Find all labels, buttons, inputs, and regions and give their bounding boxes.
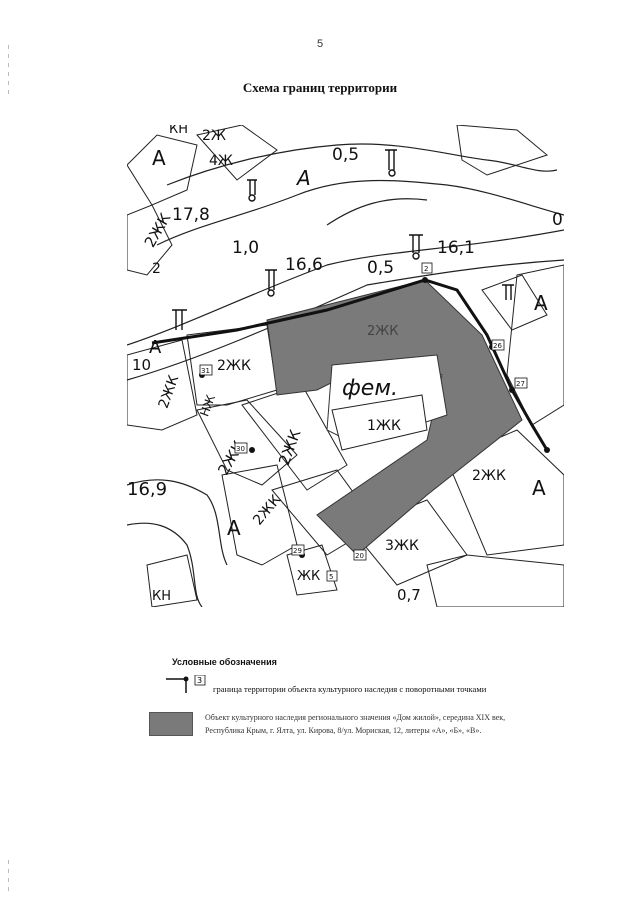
- building-outlines: [127, 125, 564, 607]
- map-label: 16,1: [437, 238, 475, 258]
- object-legend-swatch: [149, 712, 193, 736]
- map-label: 2ЖК: [217, 358, 251, 374]
- map-label: 4Ж: [209, 153, 233, 169]
- point-label: 29: [293, 547, 302, 555]
- map-label: КН: [152, 589, 171, 604]
- point-label: 26: [493, 342, 502, 350]
- map-label: 16,9: [127, 479, 167, 500]
- legend-title: Условные обозначения: [172, 657, 277, 667]
- boundary-legend-icon: 3: [166, 675, 206, 693]
- map-label: 3ЖК: [385, 538, 419, 554]
- map-label: 17,8: [172, 205, 210, 225]
- page-number: 5: [316, 38, 324, 50]
- lamp-symbols: [172, 149, 514, 330]
- map-label: 2Ж: [202, 128, 226, 144]
- map-label: А: [295, 166, 311, 190]
- point-label: 5: [329, 573, 333, 581]
- territory-boundary: [151, 278, 549, 451]
- boundary-legend-text: граница территории объекта культурного н…: [213, 684, 487, 694]
- map-label: 0,5: [332, 145, 359, 165]
- map-label: А: [149, 337, 162, 358]
- site-map: КН А 2Ж 4Ж 17,8 0,5 А 2ЖК 2 1,0 16,6 0,5…: [127, 125, 564, 607]
- map-label: 0,5: [367, 258, 394, 278]
- point-label: 2: [424, 265, 428, 273]
- object-legend-text: Объект культурного наследия региональног…: [205, 713, 506, 735]
- map-label: 0: [552, 210, 563, 230]
- map-label: фем.: [342, 376, 398, 401]
- map-label: А: [152, 146, 166, 170]
- boundary-marker-number: 3: [197, 676, 202, 685]
- map-label: 16,6: [285, 255, 323, 275]
- point-label: 31: [201, 367, 210, 375]
- map-label: А: [534, 291, 548, 315]
- margin-marks: [8, 45, 10, 99]
- map-label: ЖК: [297, 569, 320, 584]
- map-label: 2: [152, 261, 161, 277]
- map-label: 10: [132, 356, 151, 374]
- map-label: КН: [169, 125, 188, 137]
- margin-marks-bottom: [8, 860, 10, 896]
- map-label: 2ЖК: [367, 324, 399, 339]
- map-label: 2ЖК: [472, 468, 506, 484]
- map-label: 0,7: [397, 586, 421, 604]
- page-title: Схема границ территории: [242, 80, 398, 95]
- map-label: 1ЖК: [367, 418, 401, 434]
- map-label: 1,0: [232, 238, 259, 258]
- heritage-object: [266, 279, 523, 556]
- map-label: А: [227, 516, 241, 540]
- point-label: 30: [236, 445, 245, 453]
- point-label: 20: [355, 552, 364, 560]
- road-outlines: [127, 143, 564, 607]
- map-label: А: [532, 476, 546, 500]
- point-label: 27: [516, 380, 525, 388]
